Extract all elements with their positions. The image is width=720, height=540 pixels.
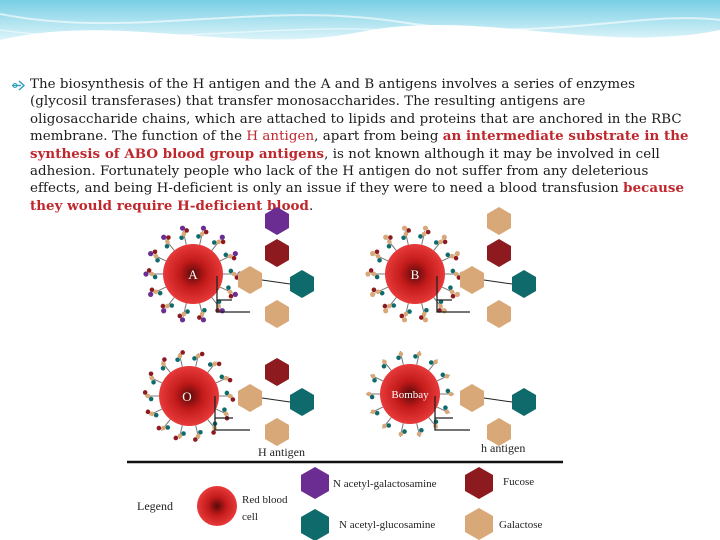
body-paragraph: The biosynthesis of the H antigen and th…: [30, 76, 694, 215]
paragraph-text-1: The biosynthesis of the H antigen and th…: [30, 77, 682, 145]
cell-o-group: O: [159, 366, 219, 426]
cell-bombay-label: Bombay: [391, 389, 429, 401]
legend-teal-hex: [301, 509, 329, 540]
chain-bombay-teal-hex: [512, 388, 536, 416]
cell-bombay-group: Bombay: [380, 364, 440, 424]
chain-a-purple-hex: [265, 207, 289, 235]
legend-red-blood-cell-swatch: [197, 486, 237, 526]
chain-o-tan-hex-2: [265, 418, 289, 446]
chain-o-teal-hex: [290, 388, 314, 416]
red-blood-cell-o: [159, 366, 219, 426]
chain-b-tan-hex-1: [460, 266, 484, 294]
chain-b-teal-hex: [512, 270, 536, 298]
chain-bombay: [434, 384, 536, 446]
h-antigen-label: H antigen: [258, 445, 305, 459]
cell-b-group: B: [385, 244, 445, 304]
legend-galactose-label: Galactose: [499, 519, 542, 531]
legend-n-acetyl-galactosamine-label: N acetyl-galactosamine: [333, 478, 437, 490]
h-deficient-highlight: because they would require H-deficient b…: [30, 180, 685, 214]
legend-tan-hex: [465, 508, 493, 540]
chain-b-darkred-hex: [487, 239, 511, 267]
chain-b-tan-hex-2: [487, 300, 511, 328]
chain-a-tan-hex-2: [265, 300, 289, 328]
red-blood-cell-a: [163, 244, 223, 304]
cell-a-label: A: [188, 267, 198, 282]
chain-a-darkred-hex: [265, 239, 289, 267]
chain-o: [214, 358, 314, 446]
chain-b-tan-hex-top: [487, 207, 511, 235]
legend-darkred-hex: [465, 467, 493, 499]
paragraph-text-3: , is not known although it may be involv…: [30, 146, 660, 197]
red-blood-cell-bombay: [380, 364, 440, 424]
chain-a: [216, 207, 314, 328]
intermediate-substrate-highlight: an intermediate substrate in the synthes…: [30, 128, 689, 162]
chain-bombay-tan-hex-1: [460, 384, 484, 412]
h-antigen-lower-label: h antigen: [481, 441, 525, 455]
chain-bombay-tan-hex-2: [487, 418, 511, 446]
cell-b-label: B: [411, 267, 420, 282]
chain-o-darkred-hex: [265, 358, 289, 386]
chain-b: [436, 207, 536, 328]
cell-a-antigen-stalks: [143, 225, 243, 323]
cell-o-label: O: [182, 389, 191, 404]
header-wave-band: [0, 0, 720, 44]
paragraph-text-4: .: [308, 198, 314, 214]
chain-a-teal-hex: [290, 270, 314, 298]
legend-title: Legend: [137, 499, 173, 513]
red-blood-cell-b: [385, 244, 445, 304]
cell-a-group: A: [163, 244, 223, 304]
abo-antigen-diagram: A B O Bombay: [127, 207, 563, 540]
paragraph-text-2: , apart from being: [314, 129, 443, 145]
chain-a-tan-hex-1: [238, 266, 262, 294]
bullet-icon: [12, 80, 26, 91]
h-antigen-highlight: H antigen: [246, 129, 315, 145]
legend-fucose-label: Fucose: [503, 476, 534, 488]
legend-n-acetyl-glucosamine-label: N acetyl-glucosamine: [339, 519, 435, 531]
legend-purple-hex: [301, 467, 329, 499]
chain-o-tan-hex-1: [238, 384, 262, 412]
